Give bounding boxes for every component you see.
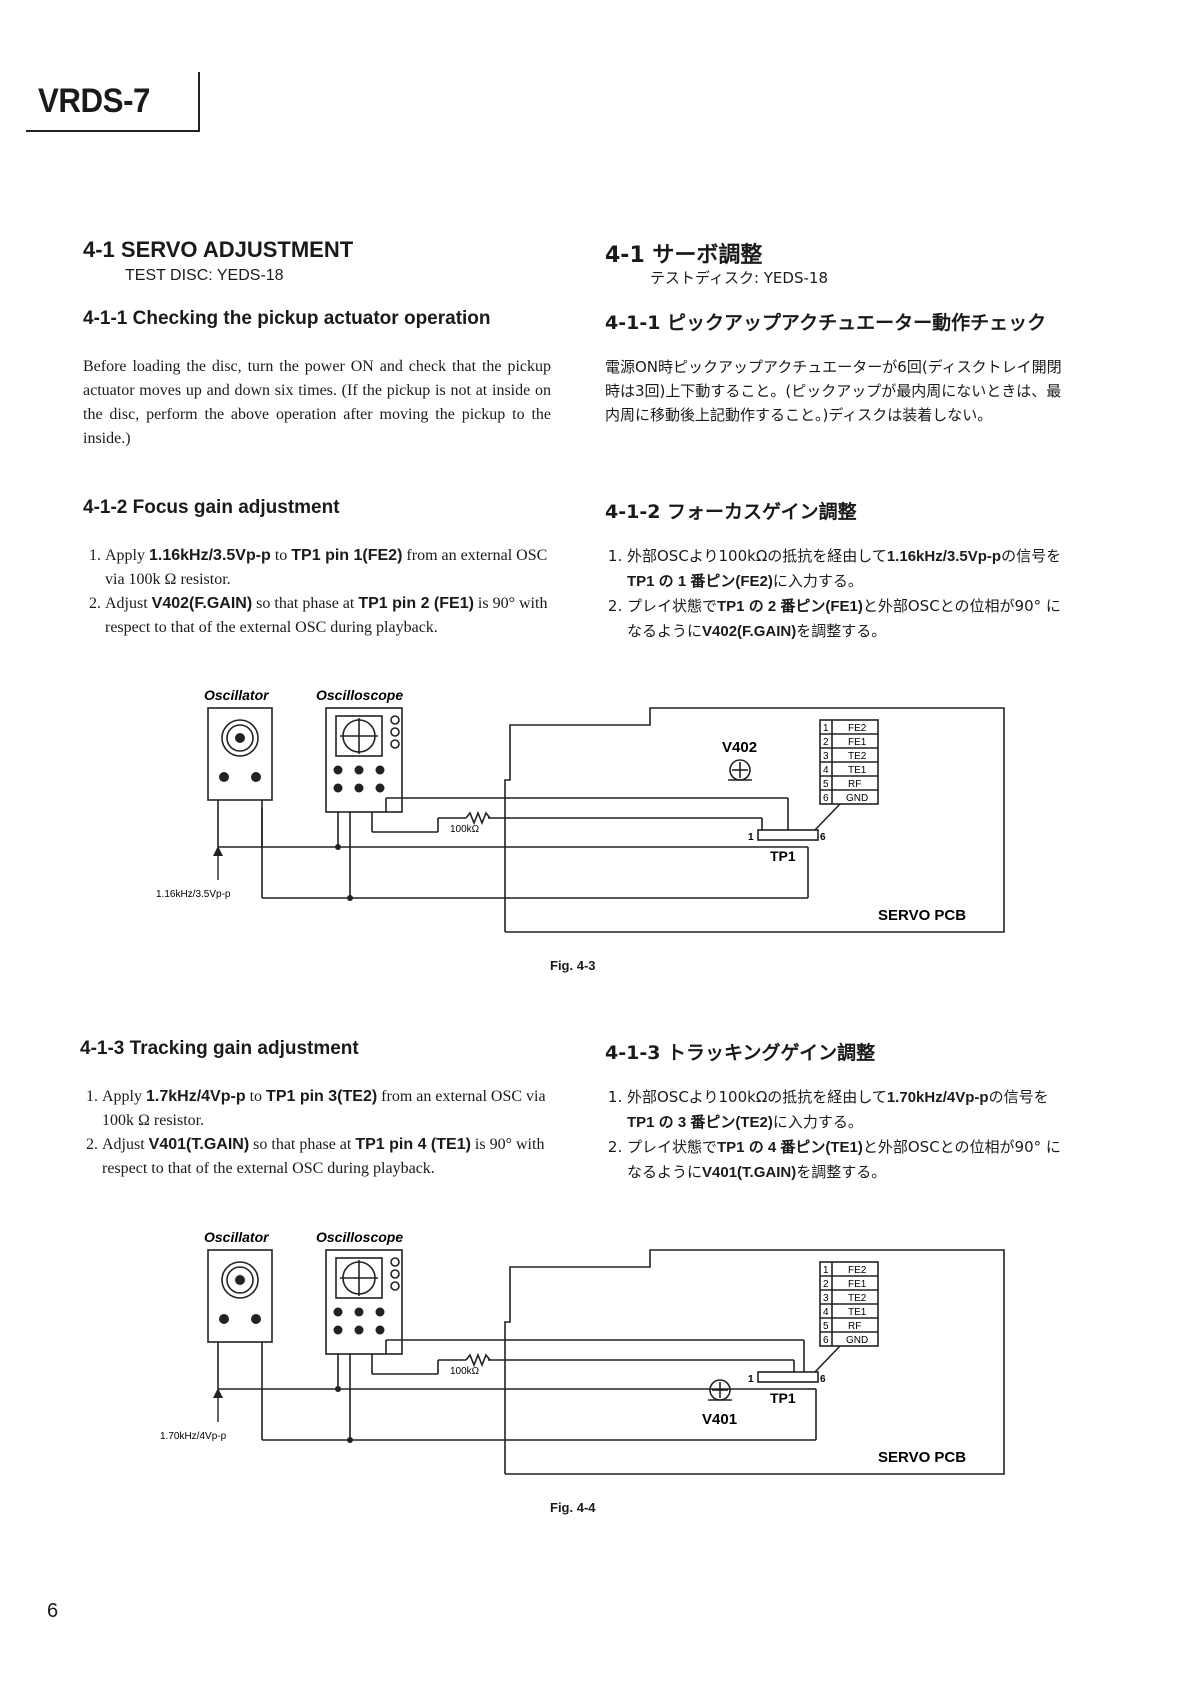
pin-name: TE2 (848, 1293, 867, 1304)
sub1-text-jp: 電源ON時ピックアップアクチュエーターが6回(ディスクトレイ開閉時は3回)上下動… (605, 358, 1062, 424)
sub3-title-jp: 4-1-3 トラッキングゲイン調整 (605, 1042, 876, 1064)
pin-num: 5 (823, 1321, 829, 1332)
sub3-step1-en: Apply 1.7kHz/4Vp-p to TP1 pin 3(TE2) fro… (102, 1085, 551, 1133)
header-underline (26, 130, 199, 132)
header-divider (198, 72, 200, 132)
pin-num: 4 (823, 1307, 829, 1318)
pin-name: FE2 (848, 723, 867, 734)
page-number: 6 (47, 1600, 59, 1622)
oscilloscope-label: Oscilloscope (316, 1229, 403, 1245)
tp-label: TP1 (770, 1390, 796, 1406)
sub3-steps-en: Apply 1.7kHz/4Vp-p to TP1 pin 3(TE2) fro… (80, 1085, 551, 1181)
pin-num: 4 (823, 765, 829, 776)
signal-label: 1.16kHz/3.5Vp-p (156, 889, 231, 900)
servo-pcb-outline (504, 707, 1005, 933)
pin-name: RF (848, 779, 861, 790)
vr-label: V401 (702, 1411, 737, 1428)
resistor-label: 100kΩ (450, 1366, 480, 1377)
sub3-title-en: 4-1-3 Tracking gain adjustment (80, 1038, 359, 1059)
section-title-en: 4-1 SERVO ADJUSTMENT (83, 237, 354, 262)
pin-num: 1 (823, 1265, 829, 1276)
pin-num: 6 (823, 1335, 829, 1346)
oscilloscope-box (325, 707, 403, 813)
sub2-title-en: 4-1-2 Focus gain adjustment (83, 497, 340, 518)
sub3-steps-jp: 外部OSCより100kΩの抵抗を経由して1.70kHz/4Vp-pの信号をTP1… (605, 1085, 1075, 1185)
sub2-steps-jp: 外部OSCより100kΩの抵抗を経由して1.16kHz/3.5Vp-pの信号をT… (605, 544, 1075, 644)
test-disc-jp: テストディスク: YEDS-18 (650, 269, 828, 287)
sub2-step1-jp: 外部OSCより100kΩの抵抗を経由して1.16kHz/3.5Vp-pの信号をT… (627, 544, 1075, 594)
pin-num: 5 (823, 779, 829, 790)
sub3-step2-en: Adjust V401(T.GAIN) so that phase at TP1… (102, 1133, 551, 1181)
servo-pcb-outline (504, 1249, 1005, 1475)
test-disc-en: TEST DISC: YEDS-18 (125, 267, 284, 284)
sub2-steps-en: Apply 1.16kHz/3.5Vp-p to TP1 pin 1(FE2) … (83, 544, 551, 640)
pin-name: TE2 (848, 751, 867, 762)
pin-name: TE1 (848, 765, 867, 776)
sub1-title-jp: 4-1-1 ピックアップアクチュエーター動作チェック (605, 312, 1047, 334)
fig-4-4-caption: Fig. 4-4 (550, 1500, 596, 1515)
pin-num: 1 (823, 723, 829, 734)
tp-pin-last: 6 (820, 1374, 826, 1385)
oscillator-label: Oscillator (204, 687, 270, 703)
sub1-text-en: Before loading the disc, turn the power … (83, 358, 551, 447)
sub3-step1-jp: 外部OSCより100kΩの抵抗を経由して1.70kHz/4Vp-pの信号をTP1… (627, 1085, 1075, 1135)
vr-label: V402 (722, 739, 757, 756)
pin-num: 2 (823, 1279, 829, 1290)
oscilloscope-label: Oscilloscope (316, 687, 403, 703)
pcb-label: SERVO PCB (878, 1449, 966, 1466)
pin-name: RF (848, 1321, 861, 1332)
sub2-step2-jp: プレイ状態でTP1 の 2 番ピン(FE1)と外部OSCとの位相が90° になる… (627, 594, 1075, 644)
resistor-label: 100kΩ (450, 824, 480, 835)
figure-4-4-diagram: Oscillator Oscilloscope V401 100kΩ 1.70k… (160, 1229, 1005, 1475)
oscillator-label: Oscillator (204, 1229, 270, 1245)
oscilloscope-box (325, 1249, 403, 1355)
oscillator-box (207, 1249, 273, 1343)
section-title-jp: 4-1 サーボ調整 (605, 243, 763, 268)
tp-pin-first: 1 (748, 1374, 754, 1385)
sub1-title-en: 4-1-1 Checking the pickup actuator opera… (83, 308, 491, 329)
tp-pin-first: 1 (748, 832, 754, 843)
pin-name: GND (846, 793, 868, 804)
pin-name: FE2 (848, 1265, 867, 1276)
sub2-title-jp: 4-1-2 フォーカスゲイン調整 (605, 501, 857, 523)
pin-num: 6 (823, 793, 829, 804)
tp-label: TP1 (770, 848, 796, 864)
sub3-step2-jp: プレイ状態でTP1 の 4 番ピン(TE1)と外部OSCとの位相が90° になる… (627, 1135, 1075, 1185)
pin-name: FE1 (848, 737, 867, 748)
pin-name: TE1 (848, 1307, 867, 1318)
pin-num: 2 (823, 737, 829, 748)
signal-label: 1.70kHz/4Vp-p (160, 1431, 227, 1442)
pin-num: 3 (823, 1293, 829, 1304)
pin-name: FE1 (848, 1279, 867, 1290)
sub2-step2-en: Adjust V402(F.GAIN) so that phase at TP1… (105, 592, 551, 640)
pcb-label: SERVO PCB (878, 907, 966, 924)
oscillator-box (207, 707, 273, 801)
figure-4-3-diagram: Oscillator Oscilloscope V402 100kΩ 1.16k… (156, 687, 1005, 933)
fig-4-3-caption: Fig. 4-3 (550, 958, 596, 973)
pin-name: GND (846, 1335, 868, 1346)
tp-pin-last: 6 (820, 832, 826, 843)
model-name: VRDS-7 (38, 82, 150, 120)
sub2-step1-en: Apply 1.16kHz/3.5Vp-p to TP1 pin 1(FE2) … (105, 544, 551, 592)
pin-num: 3 (823, 751, 829, 762)
